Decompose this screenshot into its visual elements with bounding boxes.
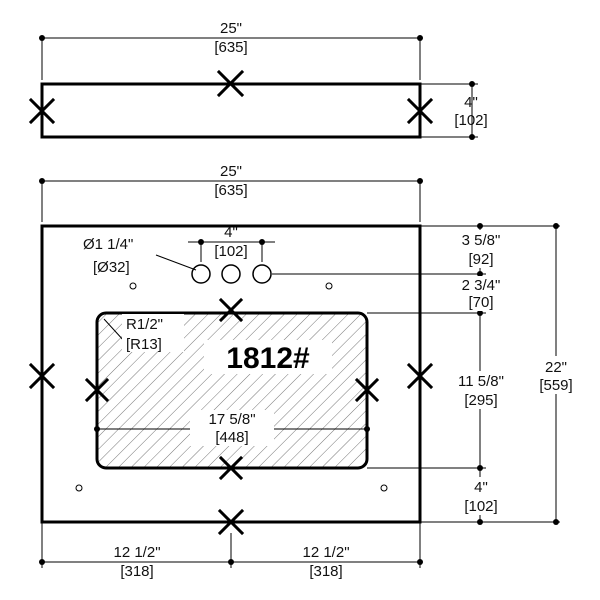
dimension-dot: [228, 559, 234, 565]
edge-to-holes-mm: [92]: [468, 251, 493, 268]
dimension-dot: [198, 239, 204, 245]
center-mark-icon: [84, 377, 110, 403]
mounting-hole-icon: [325, 282, 333, 290]
half-left-inch: 12 1/2": [113, 544, 160, 561]
center-mark-icon: [406, 362, 434, 390]
center-mark-icon: [218, 297, 244, 323]
center-mark-icon: [28, 362, 56, 390]
top-width-inch: 25": [220, 163, 242, 180]
bowl-width-inch: 17 5/8": [208, 411, 255, 428]
label-background: [452, 477, 512, 515]
label-background: [440, 371, 522, 409]
backsplash-height-inch: 4": [464, 94, 478, 111]
radius-leader-line: [103, 318, 126, 343]
label-background: [122, 314, 184, 352]
dimension-dot: [469, 134, 475, 140]
center-mark-icon: [216, 69, 245, 98]
dimension-dot: [417, 559, 423, 565]
corner-radius-mm: [R13]: [126, 336, 162, 353]
hole-diameter-inch: Ø1 1/4": [83, 236, 133, 253]
dimension-dot: [477, 465, 483, 471]
bowl-to-front-inch: 4": [474, 479, 488, 496]
faucet-hole-icon: [191, 264, 211, 284]
backsplash-outline: [40, 82, 422, 139]
faucet-spacing-mm: [102]: [214, 243, 247, 260]
faucet-hole-icon: [252, 264, 272, 284]
holes-to-bowl-mm: [70]: [468, 294, 493, 311]
bowl-to-front-mm: [102]: [464, 498, 497, 515]
top-width-mm: [635]: [214, 182, 247, 199]
dimension-dot: [94, 426, 100, 432]
model-number: 1812#: [226, 342, 310, 375]
hole-diameter-mm: [Ø32]: [93, 259, 130, 276]
dimension-dot: [553, 223, 559, 229]
bowl-width-mm: [448]: [215, 429, 248, 446]
corner-radius-inch: R1/2": [126, 316, 163, 333]
half-left-mm: [318]: [120, 563, 153, 580]
backsplash-width-mm: [635]: [214, 39, 247, 56]
mounting-hole-icon: [75, 484, 83, 492]
edge-to-holes-inch: 3 5/8": [462, 232, 501, 249]
hole-diameter-leader-line: [155, 254, 197, 271]
faucet-spacing-inch: 4": [224, 224, 238, 241]
overall-depth-inch: 22": [545, 359, 567, 376]
faucet-hole-icon: [221, 264, 241, 284]
holes-to-bowl-inch: 2 3/4": [462, 277, 501, 294]
backsplash-view: 25" [635] 4" [102]: [28, 20, 488, 140]
mounting-hole-icon: [380, 484, 388, 492]
center-mark-icon: [217, 508, 245, 536]
dimension-dot: [469, 81, 475, 87]
half-right-mm: [318]: [309, 563, 342, 580]
overall-depth-mm: [559]: [539, 377, 572, 394]
center-mark-icon: [218, 455, 244, 481]
bowl-depth-mm: [295]: [464, 392, 497, 409]
dimension-dot: [477, 223, 483, 229]
backsplash-height-mm: [102]: [454, 112, 487, 129]
dimension-dot: [477, 271, 483, 277]
mounting-hole-icon: [129, 282, 137, 290]
dimension-dot: [39, 559, 45, 565]
dimension-dot: [477, 519, 483, 525]
half-right-inch: 12 1/2": [302, 544, 349, 561]
dimension-dot: [553, 519, 559, 525]
backsplash-width-inch: 25": [220, 20, 242, 37]
center-mark-icon: [406, 97, 434, 125]
label-background: [448, 230, 518, 268]
center-mark-icon: [354, 377, 380, 403]
dimension-dot: [259, 239, 265, 245]
label-background: [528, 356, 584, 394]
top-view: 25" [635] 1812# 17 5/8" [448] R1/2" [R13…: [28, 163, 584, 580]
model-label-background: [204, 340, 332, 374]
label-background: [448, 276, 518, 311]
dimension-dot: [477, 310, 483, 316]
bowl-depth-inch: 11 5/8": [458, 373, 504, 390]
label-background: [190, 410, 274, 446]
center-mark-icon: [28, 97, 56, 125]
dimension-dot: [364, 426, 370, 432]
